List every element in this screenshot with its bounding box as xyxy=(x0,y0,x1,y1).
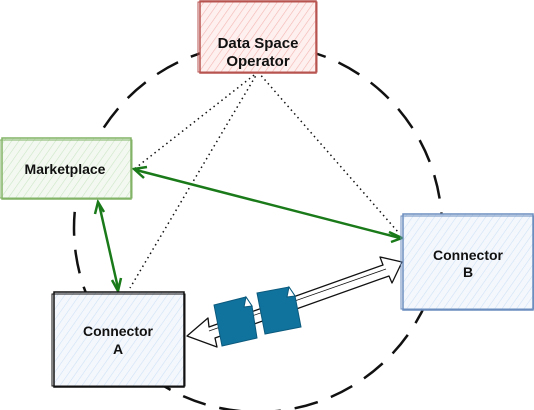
node-data-space-operator[interactable]: Data Space Operator xyxy=(197,0,318,74)
document-icon xyxy=(256,285,302,335)
node-connector-b[interactable]: Connector B xyxy=(400,213,534,311)
marketplace-label: Marketplace xyxy=(25,161,106,177)
node-marketplace[interactable]: Marketplace xyxy=(0,137,133,200)
node-connector-a[interactable]: Connector A xyxy=(51,291,186,388)
connector-b-label-line2: B xyxy=(463,264,473,280)
connector-a-label-line2: A xyxy=(113,341,123,357)
link-operator-connector-b xyxy=(257,71,399,233)
operator-links xyxy=(129,71,399,289)
connector-b-label-line1: Connector xyxy=(433,247,504,263)
document-icon xyxy=(213,295,258,347)
operator-label-line2: Operator xyxy=(226,53,290,70)
link-operator-marketplace xyxy=(132,71,259,171)
link-operator-connector-a xyxy=(129,71,259,289)
operator-label-line1: Data Space xyxy=(218,35,299,52)
edge-marketplace-connector-a xyxy=(93,198,123,295)
connector-a-label-line1: Connector xyxy=(83,323,154,339)
edge-marketplace-connector-b xyxy=(131,165,406,244)
